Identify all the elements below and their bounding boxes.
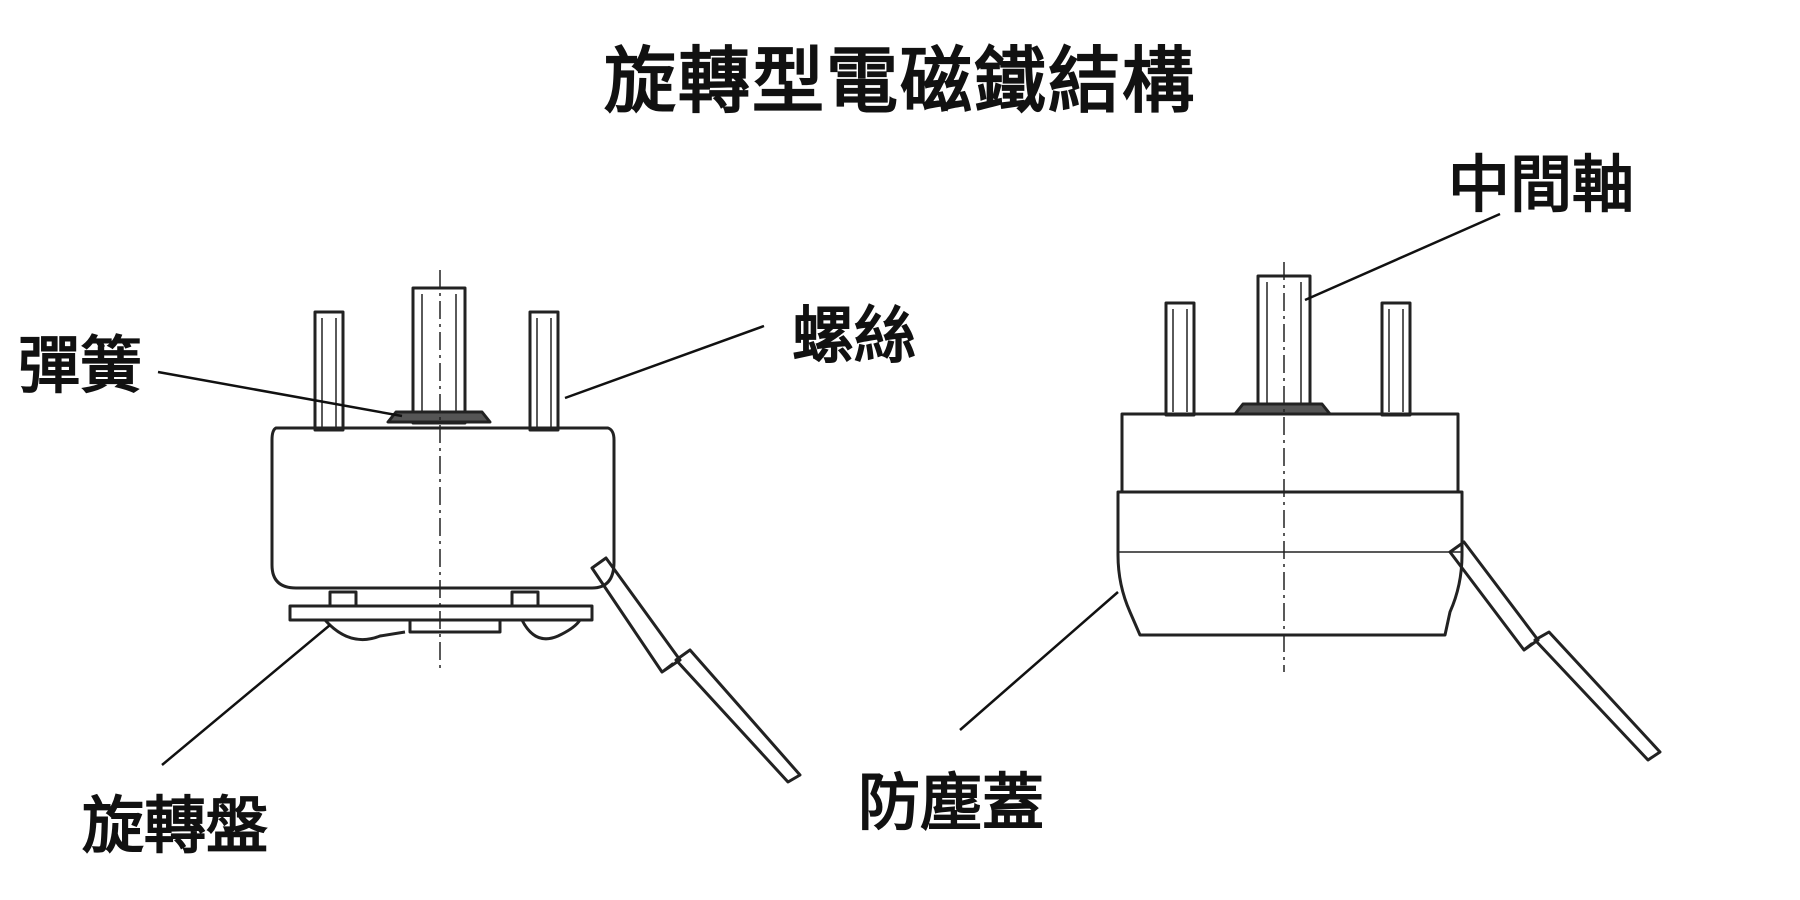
- right-body: [1120, 412, 1460, 494]
- label-rotating-disc: 旋轉盤: [82, 789, 269, 862]
- left-pin-small-1: [313, 310, 345, 432]
- leader-spring: [157, 370, 403, 418]
- left-rotating-disc: [288, 590, 594, 642]
- diagram-title: 旋轉型電磁鐵結構: [603, 38, 1196, 123]
- leader-rotating-disc: [161, 624, 331, 766]
- right-cable: [1448, 540, 1662, 762]
- left-body: [270, 426, 616, 590]
- label-dust-cover: 防塵蓋: [858, 766, 1045, 839]
- left-pin-small-2: [528, 310, 560, 432]
- leader-lines: [157, 212, 1501, 766]
- right-assembly: [1116, 262, 1662, 762]
- left-center-shaft: [411, 286, 467, 425]
- leader-screw: [564, 324, 765, 400]
- label-screw: 螺絲: [792, 299, 917, 372]
- label-spring: 彈簧: [18, 329, 143, 402]
- right-pin-small-1: [1164, 301, 1196, 417]
- left-spring-washer: [386, 410, 492, 424]
- right-dust-cover: [1116, 490, 1464, 637]
- right-pin-small-2: [1380, 301, 1412, 417]
- leader-middle-shaft: [1304, 212, 1501, 302]
- label-middle-shaft: 中間軸: [1448, 148, 1635, 221]
- left-assembly: [270, 270, 802, 784]
- left-cable: [590, 556, 802, 784]
- leader-dust-cover: [959, 591, 1119, 731]
